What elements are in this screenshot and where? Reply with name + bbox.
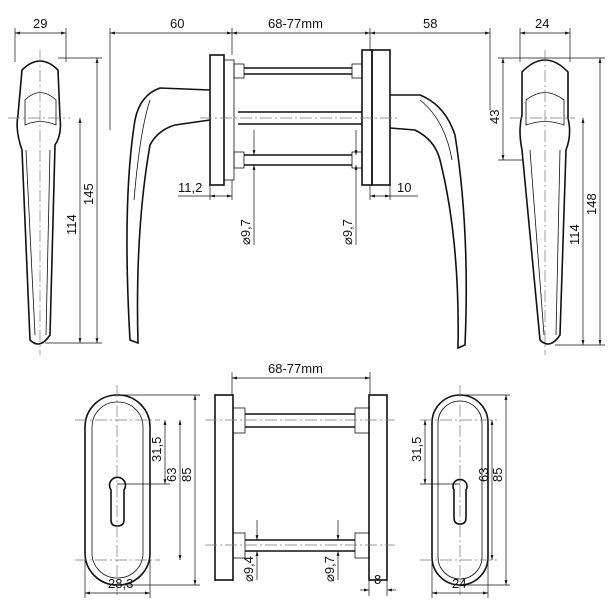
dim-left-cyl-offset: 31,5 — [149, 437, 164, 462]
dim-rosette-depth-right: 10 — [397, 180, 411, 195]
right-handle-front-view — [498, 28, 605, 355]
dim-right-width: 24 — [535, 16, 549, 31]
dim-left-lever-height: 114 — [64, 214, 79, 235]
dim-right-lever-height: 114 — [567, 224, 582, 245]
dim-spindle-dia-right: ⌀9,7 — [340, 219, 355, 245]
left-cylinder-rosette — [75, 385, 200, 598]
handle-set-side-view — [109, 28, 491, 350]
dim-right-total-height: 148 — [584, 193, 599, 215]
dim-left-width-bottom: 28,3 — [108, 576, 133, 591]
dim-right-width-bottom: 24 — [452, 576, 466, 591]
dim-rosette-depth: 8 — [374, 572, 381, 587]
dim-right-cyl-offset: 31,5 — [409, 437, 424, 462]
dim-spindle-dia-left: ⌀9,7 — [238, 219, 253, 245]
right-cylinder-rosette — [420, 385, 510, 598]
dim-right-screw-spacing: 63 — [476, 468, 491, 482]
dim-left-width: 29 — [33, 16, 47, 31]
dim-spindle-range-top: 68-77mm — [268, 16, 323, 31]
dim-spindle-range-bottom: 68-77mm — [268, 361, 323, 376]
rosette-side-view — [205, 372, 396, 596]
dim-spindle-dia-bottom-right: ⌀9,7 — [322, 556, 337, 582]
dim-right-neck-height: 43 — [487, 110, 502, 124]
dim-left-height: 85 — [179, 468, 194, 482]
dim-spindle-dia-bottom-left: ⌀9,4 — [241, 556, 256, 582]
dim-rosette-depth-left: 11,2 — [178, 180, 202, 195]
dim-handle-offset-left: 60 — [170, 16, 184, 31]
dim-left-screw-spacing: 63 — [164, 468, 179, 482]
dim-left-total-height: 145 — [81, 183, 96, 205]
dim-right-height: 85 — [490, 468, 505, 482]
dim-handle-offset-right: 58 — [423, 16, 437, 31]
left-handle-front-view — [8, 28, 102, 355]
